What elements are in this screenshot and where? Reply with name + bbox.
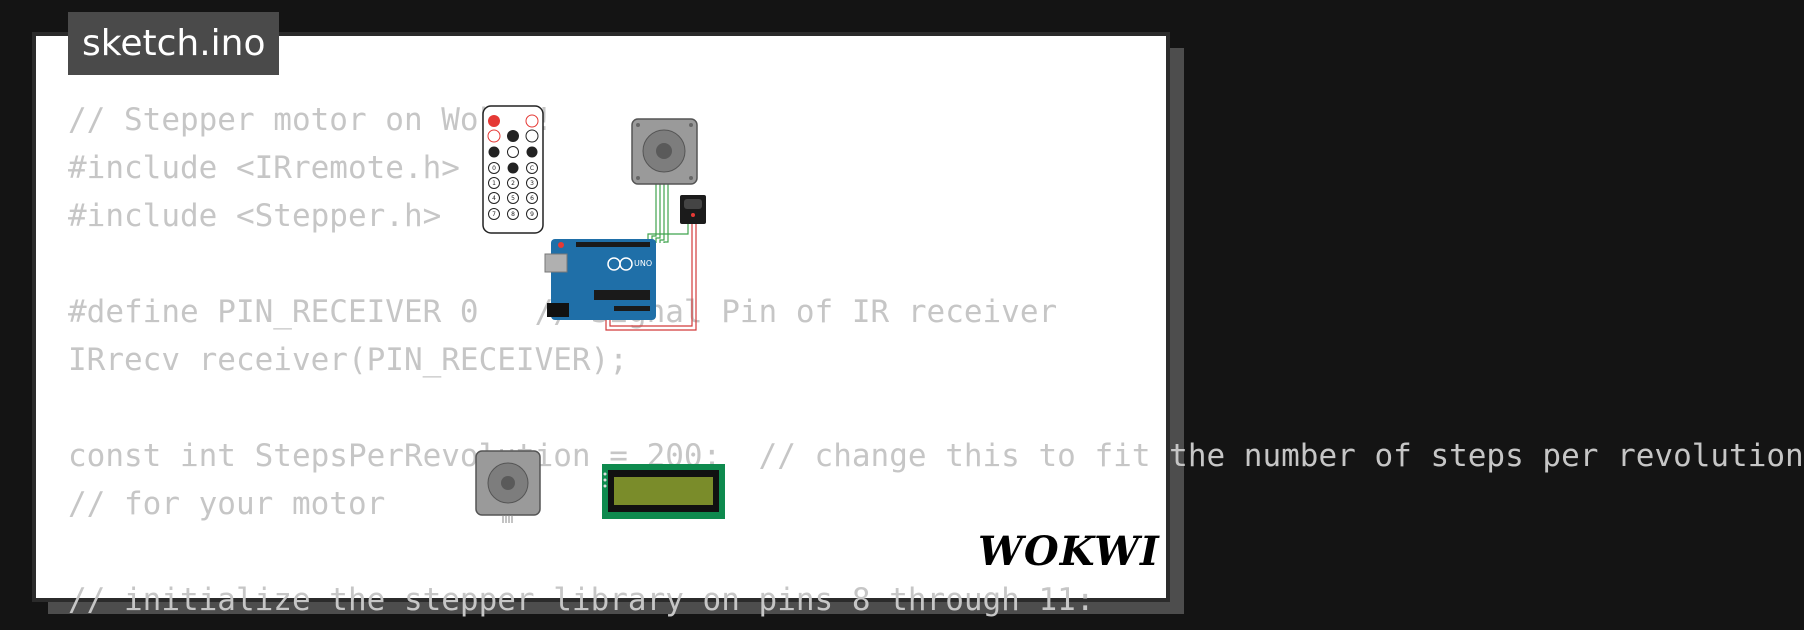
wire-red [605, 224, 697, 331]
remote-key[interactable]: 1 [492, 180, 496, 187]
code-line: #include <IRremote.h> [68, 150, 460, 186]
wires [605, 184, 697, 331]
arduino-label: UNO [634, 259, 652, 268]
remote-key[interactable]: 2 [511, 180, 515, 187]
ir-receiver-icon[interactable] [680, 195, 706, 224]
stepper-motor-icon[interactable] [475, 450, 541, 523]
wire-green [655, 184, 661, 243]
remote-key[interactable]: 7 [492, 211, 496, 218]
remote-key[interactable]: 4 [492, 195, 496, 202]
remote-key[interactable]: C [530, 165, 534, 172]
code-line: // initialize the stepper library on pin… [68, 582, 1095, 618]
file-tab[interactable]: sketch.ino [68, 12, 280, 75]
wokwi-logo: WOKWI [978, 528, 1160, 575]
arduino-uno-icon[interactable]: UNO [544, 239, 656, 320]
remote-key[interactable]: 9 [530, 211, 534, 218]
circuit-diagram: 0 C 1 2 3 4 5 6 7 8 9 [475, 105, 725, 523]
wire-green [663, 184, 669, 243]
code-line: #include <Stepper.h> [68, 198, 442, 234]
code-line: // for your motor [68, 486, 386, 522]
wire-green [647, 224, 689, 243]
ir-remote-icon[interactable]: 0 C 1 2 3 4 5 6 7 8 9 [482, 105, 544, 234]
remote-key[interactable]: 6 [530, 195, 534, 202]
remote-key[interactable]: 5 [511, 195, 515, 202]
remote-key[interactable]: 3 [530, 180, 534, 187]
code-line: #define PIN_RECEIVER 0 // Signal Pin of … [68, 294, 1058, 330]
remote-key[interactable]: 8 [511, 211, 515, 218]
wire-red [609, 224, 693, 327]
remote-key[interactable]: 0 [492, 165, 496, 172]
lcd-display-icon[interactable] [602, 464, 725, 519]
code-line: IRrecv receiver(PIN_RECEIVER); [68, 342, 628, 378]
stepper-motor-icon[interactable] [631, 118, 698, 185]
wire-green [659, 184, 665, 243]
